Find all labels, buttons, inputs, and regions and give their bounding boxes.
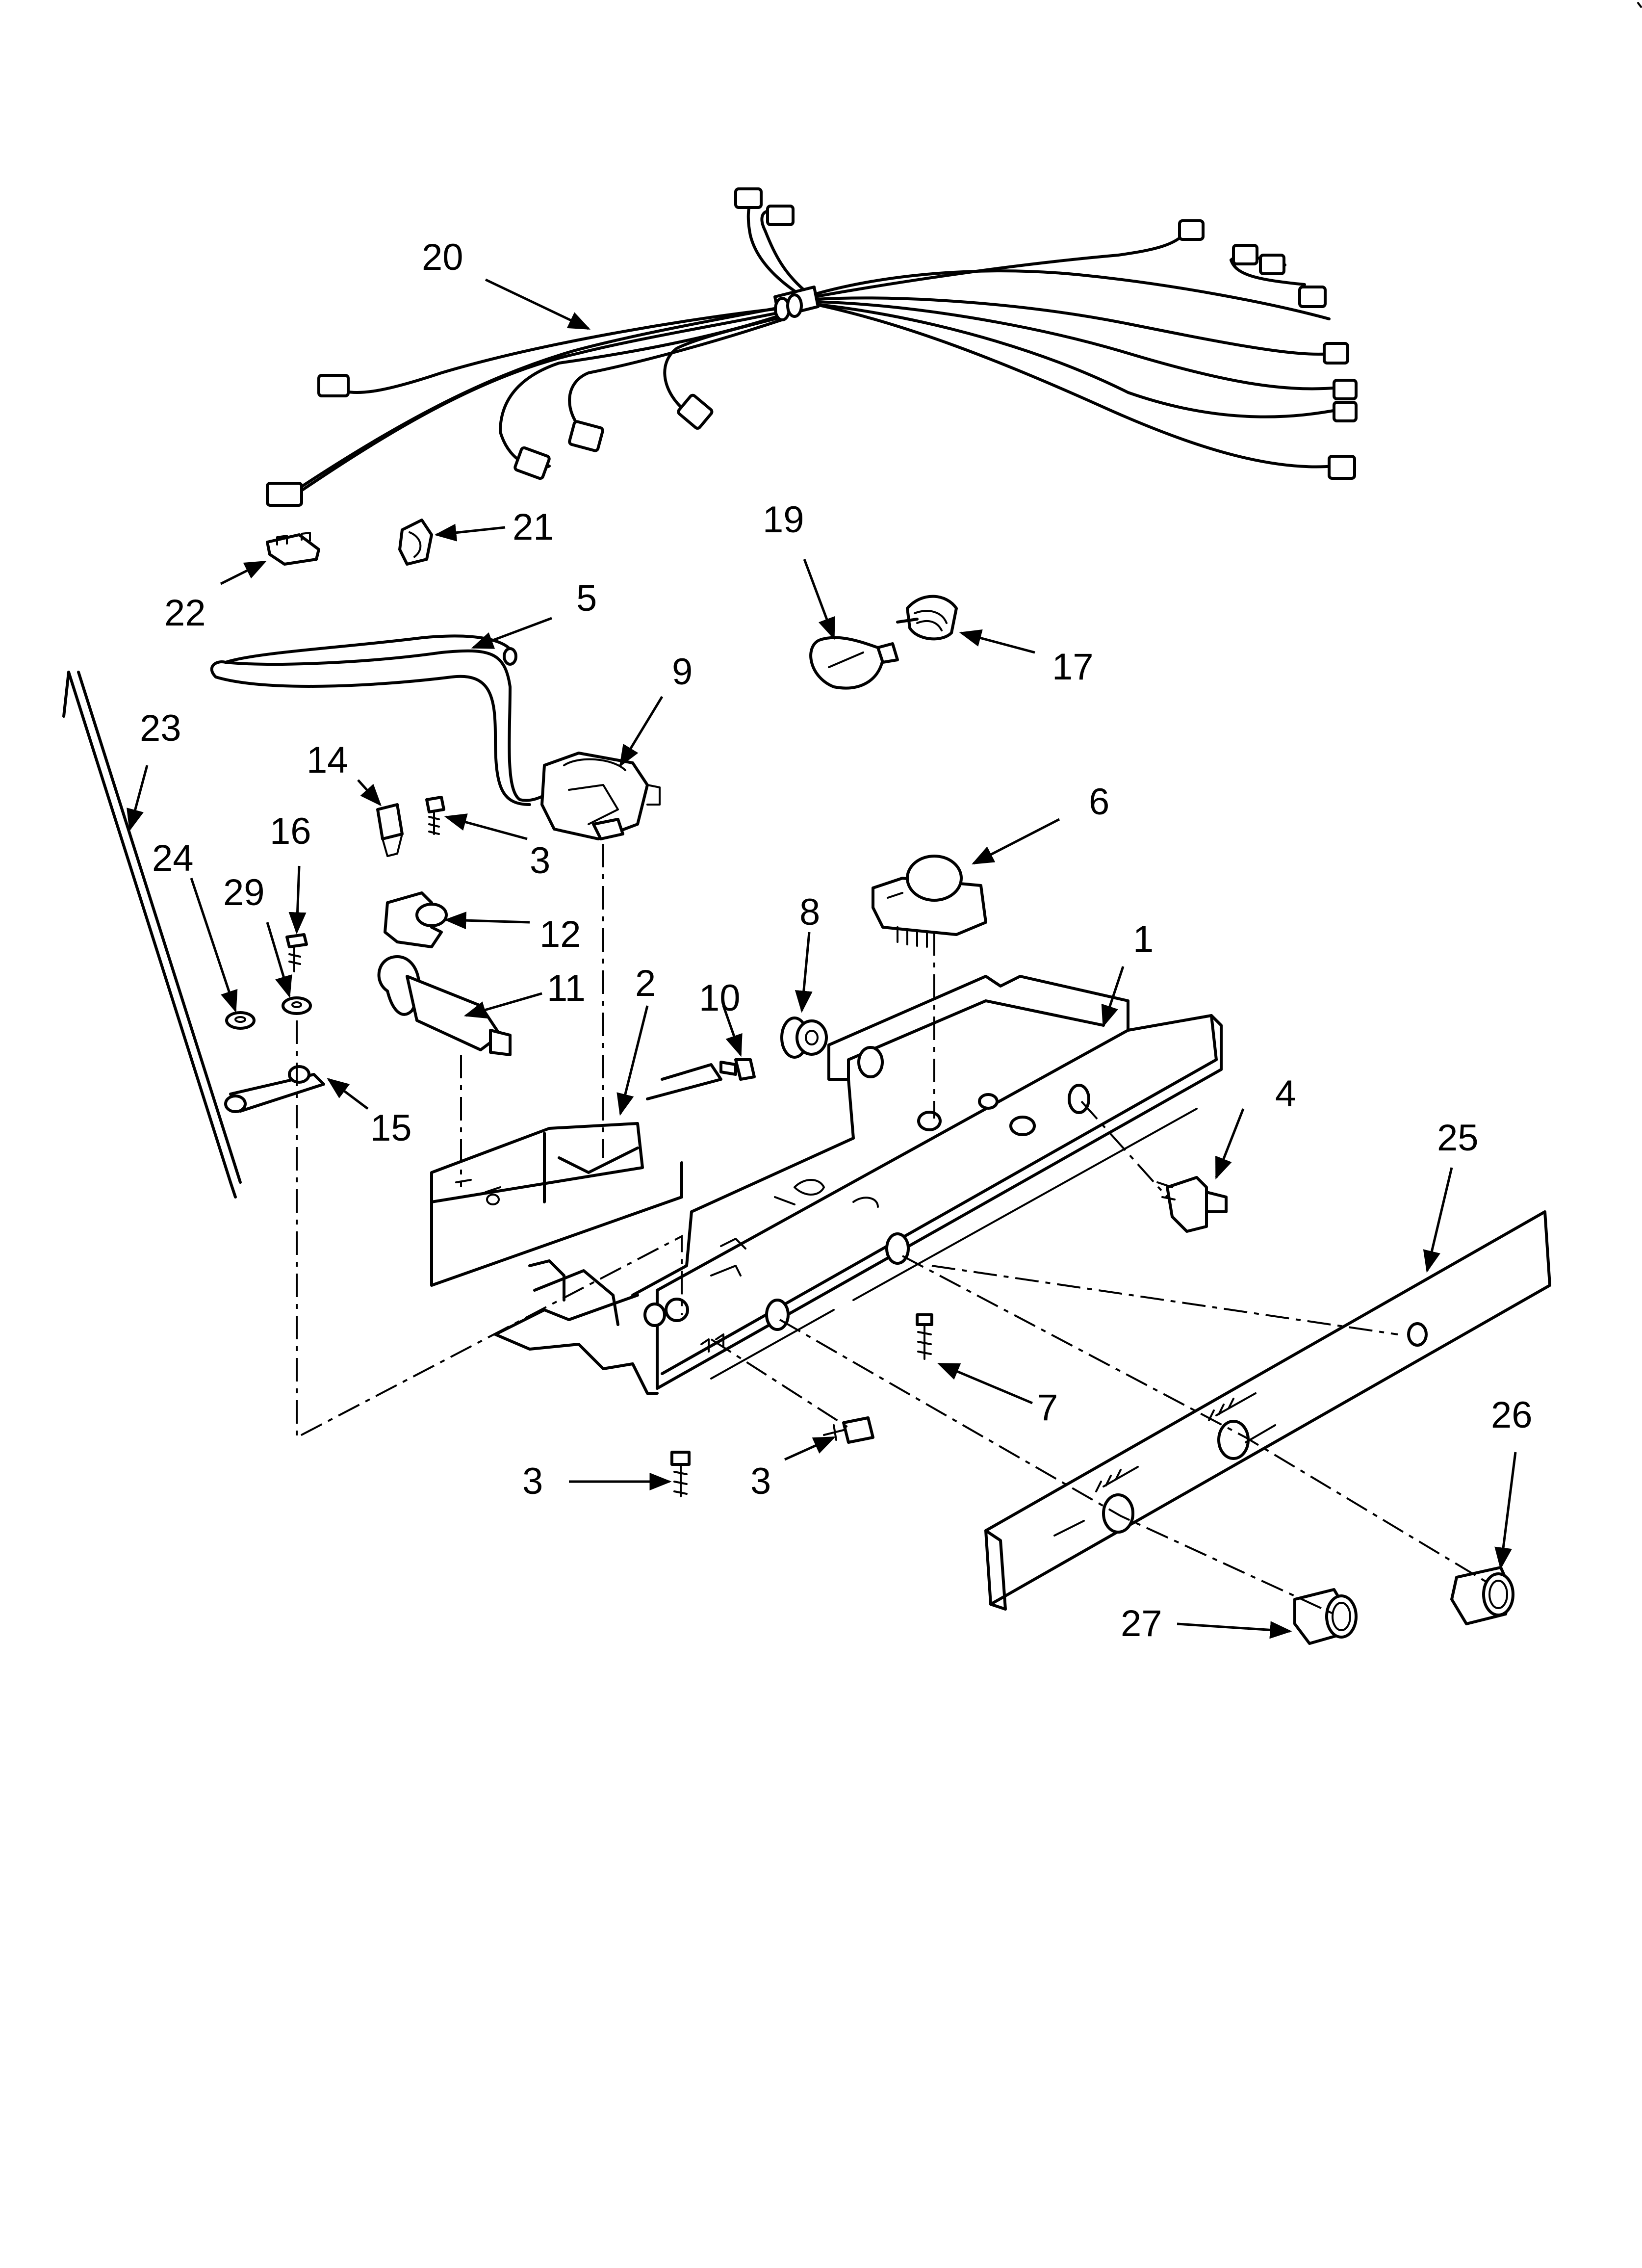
label-part-11: 11 bbox=[547, 967, 586, 1009]
label-part-1: 1 bbox=[1133, 918, 1154, 960]
label-part-22: 22 bbox=[164, 592, 206, 634]
part-6-timer bbox=[872, 855, 987, 948]
part-19-bulb bbox=[809, 636, 899, 690]
part-1-housing bbox=[494, 975, 1223, 1395]
assembly-lines bbox=[296, 844, 1492, 1615]
label-part-3-top: 3 bbox=[530, 840, 550, 882]
label-part-12: 12 bbox=[539, 913, 581, 955]
part-25-panel bbox=[984, 1210, 1551, 1611]
label-part-6: 6 bbox=[1089, 781, 1109, 823]
leader-arrows bbox=[127, 278, 1517, 1639]
label-part-19: 19 bbox=[763, 499, 804, 541]
label-part-20: 20 bbox=[422, 236, 463, 278]
label-part-26: 26 bbox=[1491, 1394, 1533, 1436]
part-8-grommet bbox=[780, 1017, 828, 1059]
label-part-5: 5 bbox=[576, 577, 597, 619]
label-part-7: 7 bbox=[1037, 1387, 1058, 1429]
part-21-clip bbox=[398, 519, 433, 566]
part-4-switch bbox=[1156, 1176, 1228, 1233]
part-12-clamp bbox=[384, 891, 448, 948]
label-part-2: 2 bbox=[635, 963, 656, 1004]
part-14-clip bbox=[376, 803, 404, 857]
label-part-23: 23 bbox=[140, 707, 181, 749]
part-11-shaft bbox=[377, 955, 512, 1056]
wire-harness bbox=[266, 187, 1358, 507]
part-26-knob bbox=[1450, 1566, 1514, 1625]
label-part-17: 17 bbox=[1052, 646, 1094, 688]
part-23-rod bbox=[62, 671, 242, 1199]
label-part-14: 14 bbox=[307, 739, 348, 781]
part-24-washer bbox=[225, 1011, 256, 1030]
label-part-25: 25 bbox=[1437, 1117, 1479, 1159]
label-part-24: 24 bbox=[152, 837, 194, 879]
part-27-knob bbox=[1293, 1588, 1358, 1645]
label-part-3-bottom: 3 bbox=[522, 1460, 543, 1502]
part-17-socket bbox=[896, 595, 958, 641]
label-part-3-side: 3 bbox=[750, 1460, 771, 1502]
label-part-8: 8 bbox=[799, 891, 820, 933]
label-part-10: 10 bbox=[699, 977, 741, 1019]
part-2-bracket bbox=[430, 1063, 722, 1287]
label-part-21: 21 bbox=[513, 506, 554, 548]
part-10-screw bbox=[719, 1058, 756, 1081]
label-part-16: 16 bbox=[270, 810, 311, 852]
label-part-4: 4 bbox=[1275, 1073, 1296, 1115]
part-number-labels: 20 21 22 5 19 17 9 23 14 3 6 16 24 29 8 … bbox=[140, 236, 1533, 1644]
corner-mark bbox=[1637, 2, 1642, 8]
part-15-arm bbox=[224, 1065, 325, 1113]
part-3-screw-bottom bbox=[670, 1451, 691, 1497]
label-part-29: 29 bbox=[223, 872, 265, 913]
label-part-15: 15 bbox=[370, 1107, 412, 1149]
part-5-tube bbox=[210, 634, 575, 806]
part-22-bracket bbox=[266, 532, 320, 566]
part-16-screw bbox=[285, 933, 308, 972]
part-3-screw-side bbox=[823, 1416, 874, 1444]
part-3-screw-top bbox=[425, 796, 445, 835]
label-part-27: 27 bbox=[1121, 1603, 1162, 1644]
part-7-screw bbox=[916, 1313, 933, 1360]
label-part-9: 9 bbox=[672, 651, 693, 693]
part-9-control bbox=[540, 752, 661, 840]
part-29-washer bbox=[282, 996, 312, 1015]
